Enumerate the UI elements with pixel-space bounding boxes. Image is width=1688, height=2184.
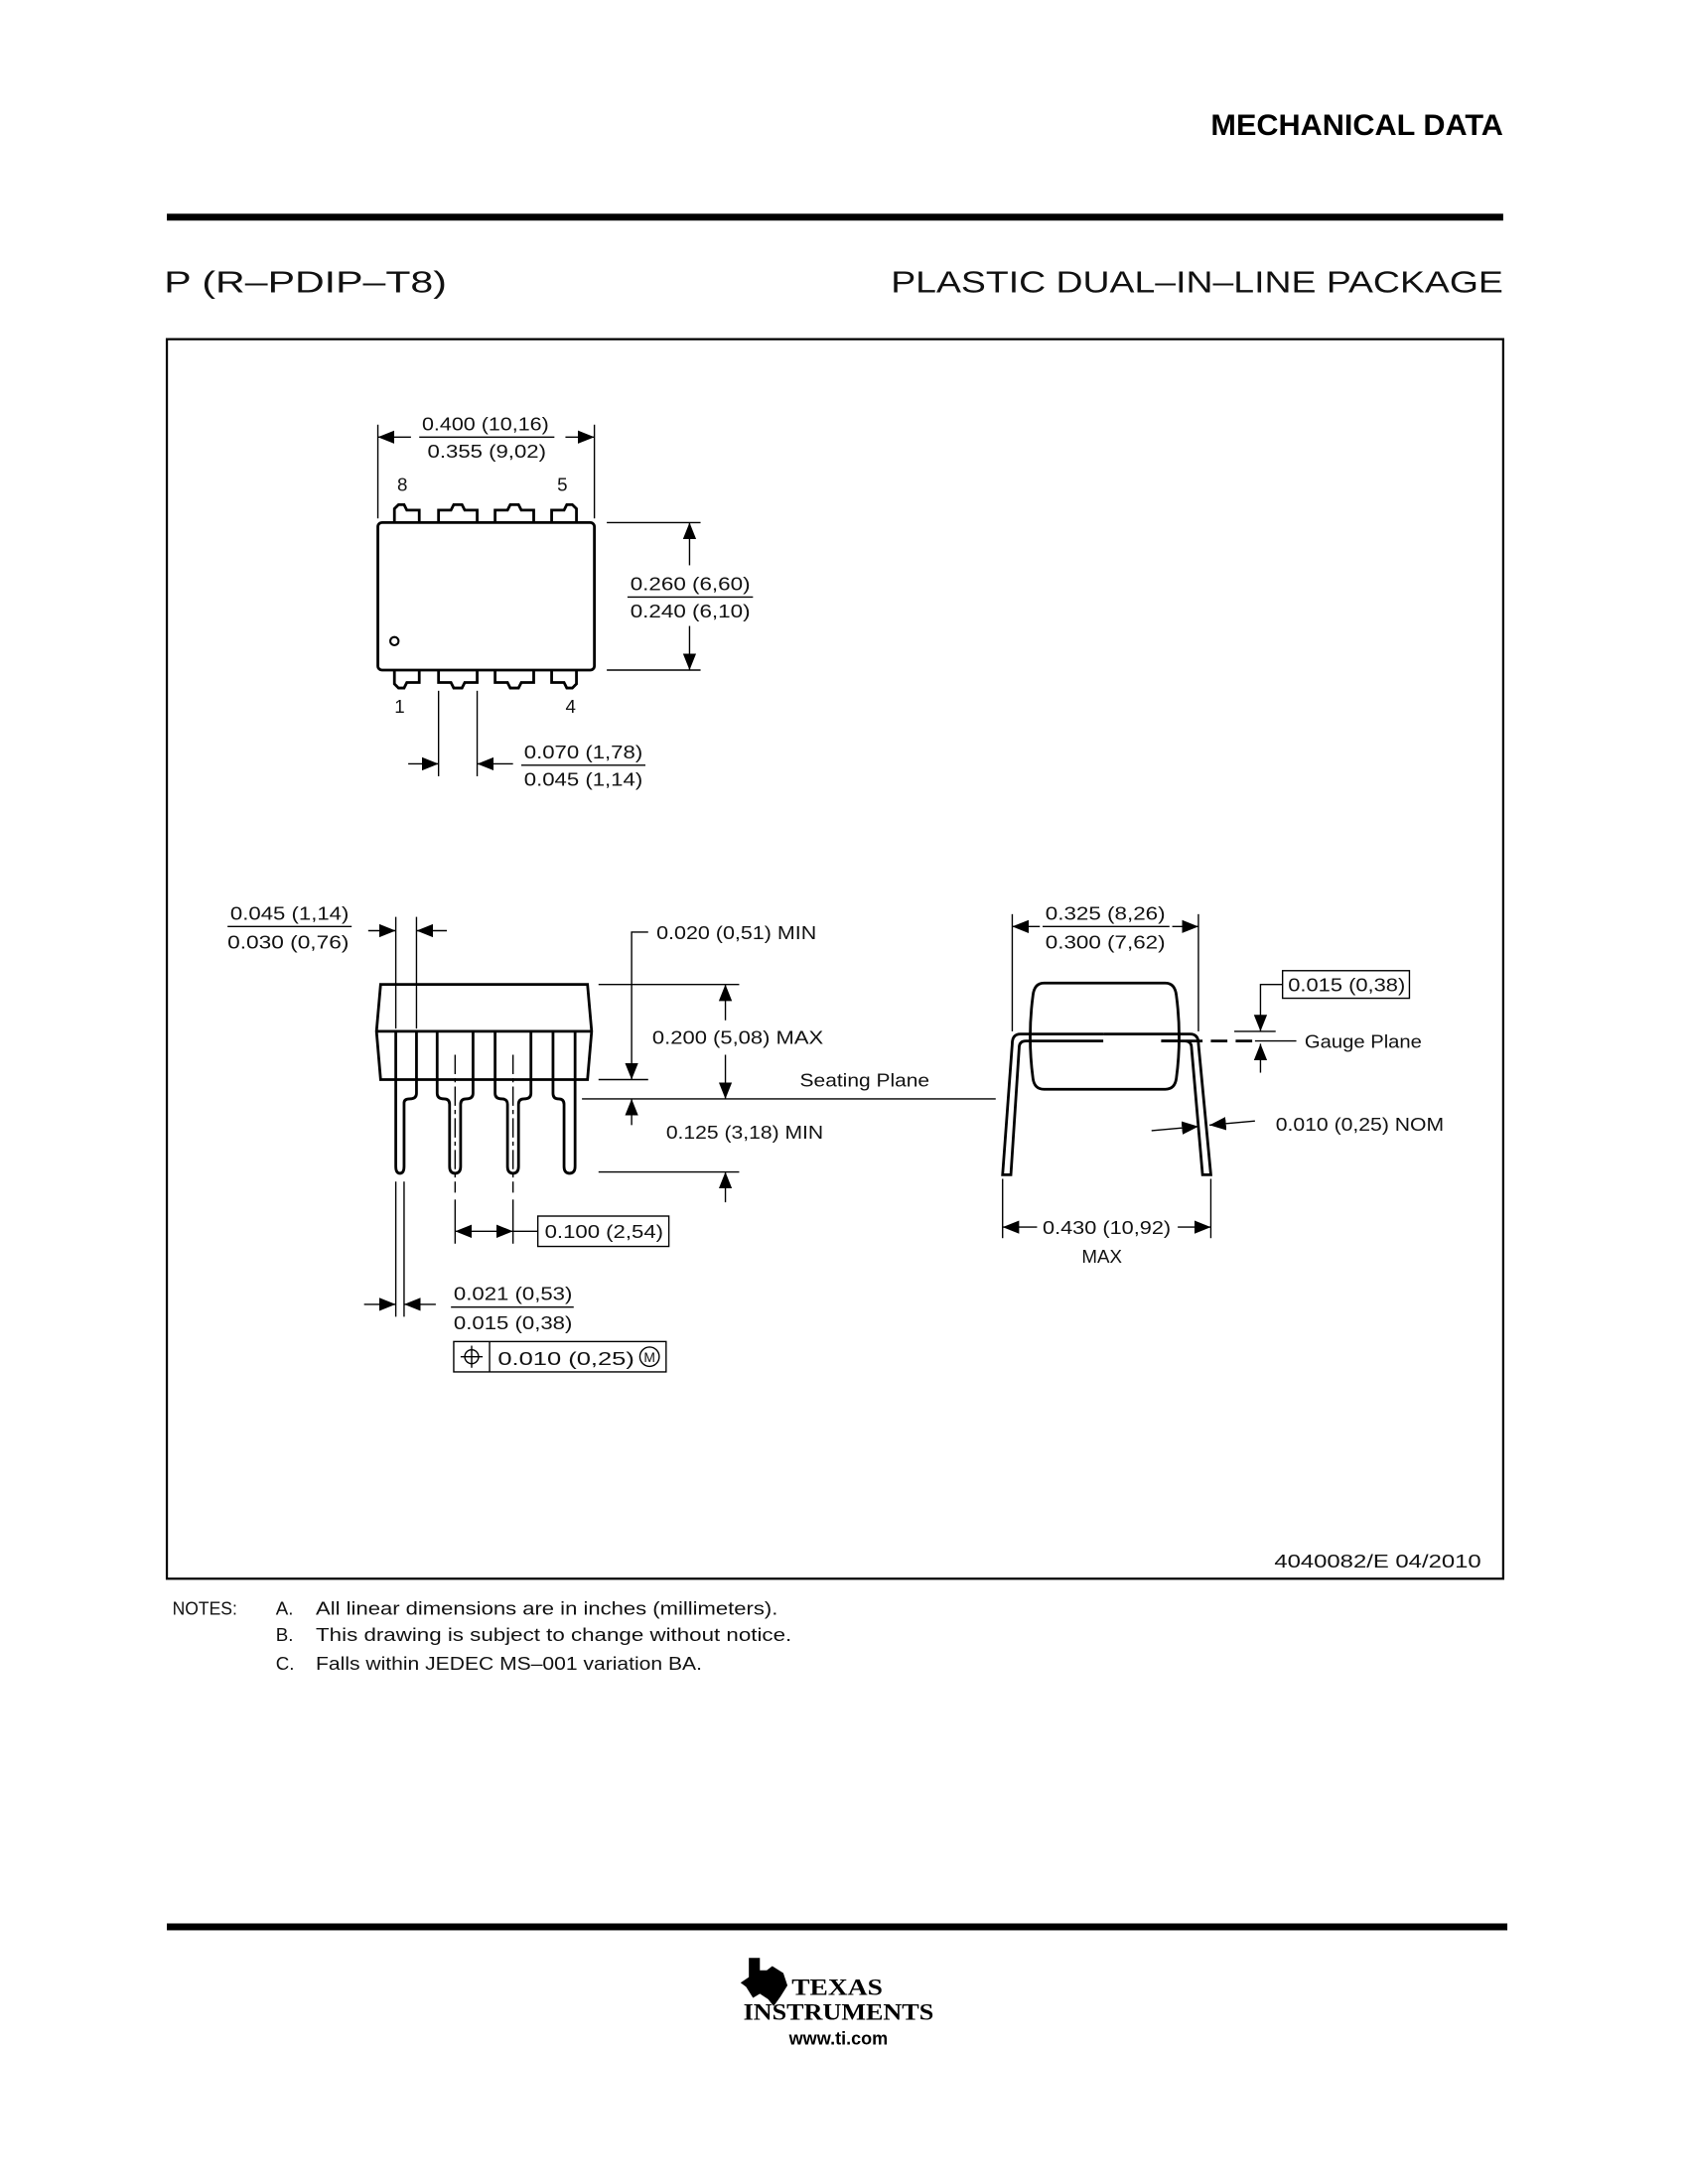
dim-lead-width-max: 0.021 (0,53) [454,1284,572,1304]
dim-lead-length: 0.125 (3,18) MIN [666,1122,823,1143]
dim-gauge-offset: 0.015 (0,38) [1288,975,1405,996]
note-letter-b: B. [276,1624,294,1645]
dim-height-max: 0.260 (6,60) [631,573,751,594]
notes-label: NOTES: [173,1597,237,1618]
top-view: 8 5 1 4 0.400 (10,16) 0.355 (9,02) 0.260… [376,413,754,790]
package-body-top [376,521,596,672]
top-rule [167,213,1503,221]
dim-position-tolerance: 0.010 (0,25) [497,1348,634,1369]
logo-instruments: INSTRUMENTS [744,2000,934,2026]
section-title: MECHANICAL DATA [1210,110,1502,142]
dim-pin-width-max: 0.070 (1,78) [524,742,642,762]
pin-5 [550,502,578,523]
texas-state-icon [740,1958,788,2006]
pin-2 [437,670,479,690]
lead-right-end [1103,1032,1212,1176]
position-tolerance-frame: 0.010 (0,25) M [453,1340,667,1373]
note-letter-a: A. [276,1597,294,1618]
dim-shoulder-max: 0.045 (1,14) [230,902,349,923]
package-body-end [1029,981,1181,1091]
notes: NOTES: A. All linear dimensions are in i… [173,1597,792,1674]
dim-pin-width-min: 0.045 (1,14) [524,769,642,790]
bottom-rule [167,1923,1508,1931]
drawing-number: 4040082/E 04/2010 [1274,1551,1480,1571]
lead-4 [551,1030,577,1175]
pin-3 [493,670,535,690]
dim-row-min: 0.300 (7,62) [1046,932,1166,953]
dim-row-max: 0.325 (8,26) [1046,902,1166,923]
mmc-symbol: M [643,1349,655,1365]
gauge-plane-label: Gauge Plane [1305,1031,1422,1052]
dim-pitch: 0.100 (2,54) [545,1221,663,1242]
footer-url[interactable]: www.ti.com [788,2029,889,2049]
pitch-box [536,1215,670,1248]
gauge-offset-box [1281,970,1411,1000]
pin-1 [392,670,421,690]
dim-spread-qualifier: MAX [1081,1246,1122,1267]
logo-texas: TEXAS [791,1976,883,2001]
note-letter-c: C. [276,1653,295,1674]
lead-1 [394,1030,418,1175]
pin-label-4: 4 [565,696,575,717]
note-c: Falls within JEDEC MS–001 variation BA. [316,1653,702,1674]
pin-7 [437,502,479,523]
dim-lead-width-min: 0.015 (0,38) [454,1312,572,1333]
note-b: This drawing is subject to change withou… [316,1624,791,1645]
pin-label-1: 1 [394,696,404,717]
note-a: All linear dimensions are in inches (mil… [316,1597,777,1618]
pin-label-8: 8 [397,474,407,494]
dim-height-min: 0.240 (6,10) [631,601,751,621]
end-view: Gauge Plane 0.325 (8,26) 0.300 (7,62) 0.… [1001,902,1444,1267]
dim-shoulder-min: 0.030 (0,76) [227,932,349,953]
dim-height: 0.200 (5,08) MAX [652,1026,824,1047]
dim-standoff: 0.020 (0,51) MIN [656,922,816,943]
mmc-icon [638,1346,660,1368]
dim-lead-thickness: 0.010 (0,25) NOM [1276,1114,1444,1135]
pin-label-5: 5 [557,474,567,494]
ti-logo: TEXAS INSTRUMENTS www.ti.com [740,1958,934,2049]
package-name: PLASTIC DUAL–IN–LINE PACKAGE [891,265,1503,299]
seating-plane-label: Seating Plane [800,1069,930,1090]
dim-spread: 0.430 (10,92) [1043,1217,1171,1238]
drawing-frame [165,338,1504,1580]
pin-6 [493,502,535,523]
dim-width-max: 0.400 (10,16) [422,413,549,434]
pin1-marker [389,635,400,647]
lead-left-end [1001,1032,1104,1176]
pin-4 [550,670,578,690]
side-view: 0.045 (1,14) 0.030 (0,76) 0.020 (0,51) M… [227,902,996,1373]
position-symbol-icon [460,1345,484,1368]
dim-width-min: 0.355 (9,02) [428,441,546,462]
package-code: P (R–PDIP–T8) [164,265,447,299]
pin-8 [392,502,421,523]
